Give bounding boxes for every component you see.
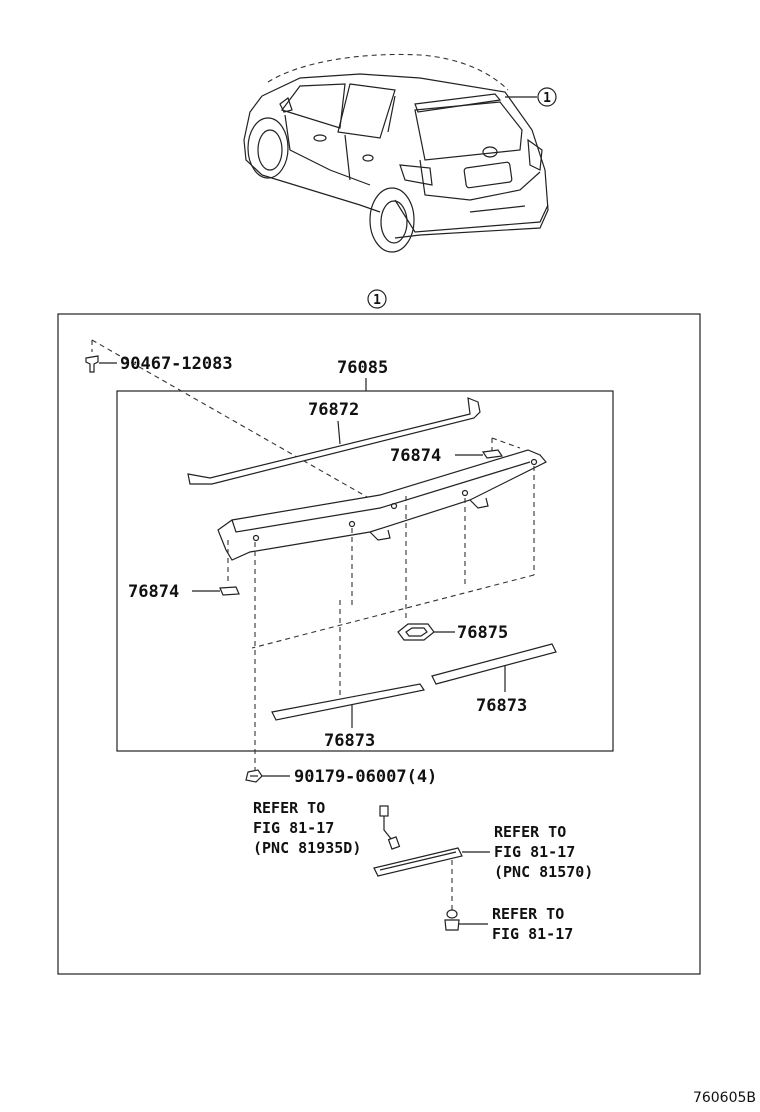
callout-badge-car: 1 [537,87,557,107]
refer-note-3-line1: REFER TO [492,905,564,923]
strip-76873-left-icon [271,683,425,721]
strip-76873-right-icon [431,643,557,685]
car-illustration [243,53,549,253]
refer-note-3-line2: FIG 81-17 [492,925,573,943]
part-number-76875: 76875 [457,623,508,643]
outer-frame [57,313,701,975]
part-number-90467: 90467-12083 [120,354,233,374]
refer-note-2-line2: FIG 81-17 [494,843,575,861]
part-number-76873-left: 76873 [324,731,375,751]
refer-note-1-line1: REFER TO [253,799,325,817]
pad-76874-upper-icon [481,449,504,459]
refer-note-2-line3: (PNC 81570) [494,863,593,881]
stop-lamp-icon [373,847,463,877]
refer-note-1-line2: FIG 81-17 [253,819,334,837]
refer-note-1-line3: (PNC 81935D) [253,839,361,857]
molding-76872-icon [187,397,481,485]
grommet-76875-icon [397,623,435,641]
clip-90467-icon [85,355,99,373]
wire-harness-icon [379,805,401,850]
callout-number: 1 [373,293,381,308]
assembly-frame [116,390,614,752]
part-number-90179: 90179-06007(4) [294,767,437,787]
figure-id: 760605B [693,1090,756,1106]
part-number-76872: 76872 [308,400,359,420]
refer-note-2-line1: REFER TO [494,823,566,841]
part-number-76874-upper: 76874 [390,446,441,466]
part-number-76874-lower: 76874 [128,582,179,602]
part-number-76873-right: 76873 [476,696,527,716]
callout-number: 1 [543,91,551,106]
pad-76874-lower-icon [219,586,240,596]
screw-90179-icon [245,769,263,783]
spoiler-panel-icon [217,449,547,561]
callout-badge-frame: 1 [367,289,387,309]
part-number-76085: 76085 [337,358,388,378]
bulb-socket-icon [444,909,460,931]
